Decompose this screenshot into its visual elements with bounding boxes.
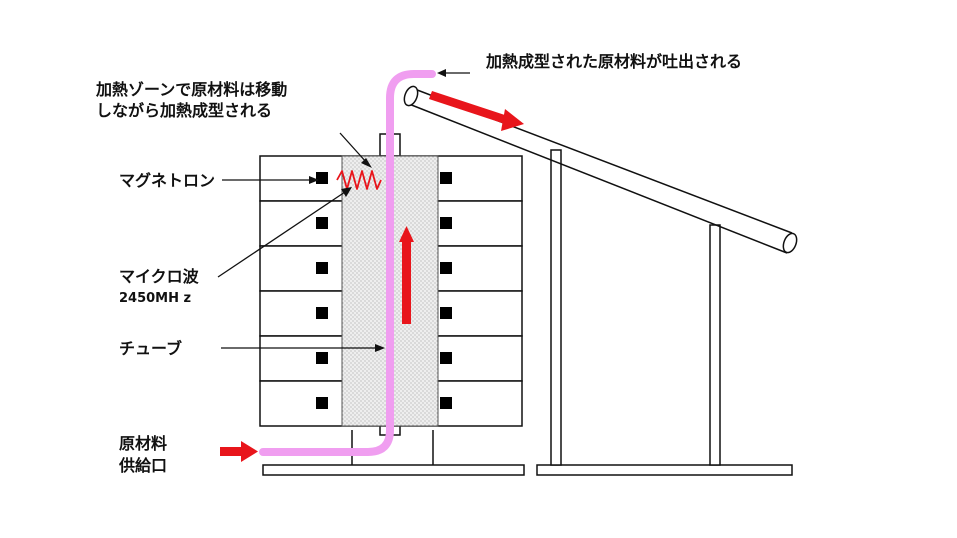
left-base [262,430,525,476]
right-support-post-2 [709,224,721,466]
heating-zone-label-line2: しながら加熱成型される [96,101,272,120]
tube-pointer-head [375,344,385,352]
microwave-label: マイクロ波 [119,267,200,286]
heating-zone-pointer-line [339,132,368,164]
magnetron-block [440,217,452,229]
magnetron-block [440,307,452,319]
magnetron-block [316,397,328,409]
feed-arrow [220,441,258,462]
output-label: 加熱成型された原材料が吐出される [485,52,742,71]
microwave-pointer-line [217,191,346,278]
magnetron-block [440,352,452,364]
text-labels: 加熱ゾーンで原材料は移動 しながら加熱成型される 加熱成型された原材料が吐出され… [95,52,742,475]
heating-zone-label-line1: 加熱ゾーンで原材料は移動 [95,80,287,99]
tube [259,70,436,456]
output-pointer-head [437,69,446,77]
frequency-label: 2450MH z [119,291,191,306]
right-base-plate [536,464,793,476]
pointer-lines [217,69,470,352]
output-arrow [429,91,524,131]
magnetron-block [316,172,328,184]
magnetron-block [316,352,328,364]
heating-zone-pointer-head [361,158,372,168]
magnetron-block [316,217,328,229]
magnetron-block [440,172,452,184]
feed-label-line1: 原材料 [119,434,167,453]
microwave-wave [336,170,382,190]
right-support-post-1 [550,149,562,466]
left-base-plate [262,464,525,476]
tube-label: チューブ [119,339,182,358]
magnetron-block [316,262,328,274]
microwave-pointer-head [341,187,352,197]
magnetron-label: マグネトロン [119,171,215,190]
magnetron-block [440,397,452,409]
magnetron-block [440,262,452,274]
upward-flow-arrow [399,226,414,324]
feed-label-line2: 供給口 [118,456,167,475]
magnetron-pointer-head [309,176,319,184]
magnetron-block [316,307,328,319]
